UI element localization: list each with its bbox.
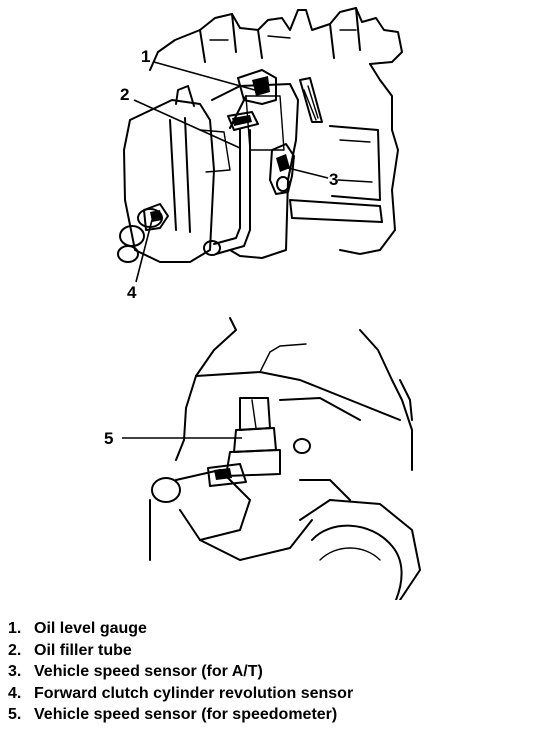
callout-2: 2 bbox=[120, 85, 129, 104]
callout-1: 1 bbox=[141, 47, 150, 66]
legend-label: Oil level gauge bbox=[34, 620, 147, 637]
lower-transmission-illustration bbox=[122, 317, 421, 600]
legend-item: 1. Oil level gauge bbox=[8, 618, 353, 640]
callout-3: 3 bbox=[329, 170, 338, 189]
legend-item: 5. Vehicle speed sensor (for speedometer) bbox=[8, 704, 353, 726]
legend-number: 1. bbox=[8, 620, 22, 637]
legend-item: 4. Forward clutch cylinder revolution sen… bbox=[8, 683, 353, 705]
legend-number: 4. bbox=[8, 684, 22, 702]
legend-label: Vehicle speed sensor (for A/T) bbox=[34, 663, 263, 681]
legend-number: 5. bbox=[8, 706, 22, 724]
parts-legend: 1. Oil level gauge 2. Oil filler tube 3. Ve… bbox=[8, 618, 353, 726]
transmission-diagram: 1 2 3 4 5 bbox=[104, 7, 421, 600]
legend-label: Forward clutch cylinder revolution senso… bbox=[34, 684, 354, 702]
upper-transmission-illustration bbox=[117, 7, 403, 283]
legend-label: Oil filler tube bbox=[34, 641, 132, 659]
legend-label: Vehicle speed sensor (for speedometer) bbox=[34, 706, 338, 724]
legend-item: 2. Oil filler tube bbox=[8, 640, 353, 662]
callout-5: 5 bbox=[104, 429, 113, 448]
legend-number: 2. bbox=[8, 641, 22, 659]
legend-number: 3. bbox=[8, 663, 22, 681]
legend-item: 3. Vehicle speed sensor (for A/T) bbox=[8, 661, 353, 683]
callout-4: 4 bbox=[127, 283, 137, 302]
